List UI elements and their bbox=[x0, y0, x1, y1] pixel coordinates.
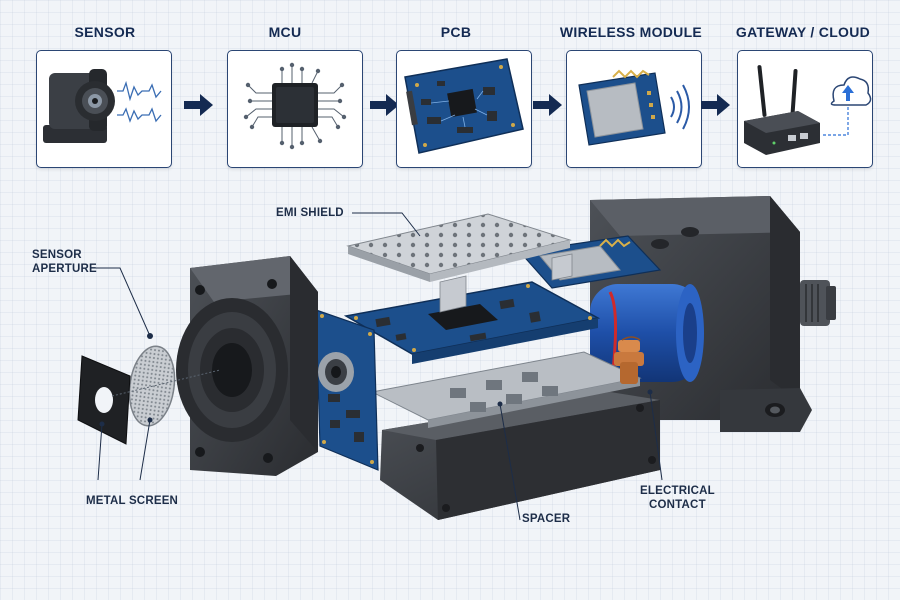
stage-title-gateway-cloud: GATEWAY / CLOUD bbox=[735, 24, 871, 40]
callout-emi-shield: EMI SHIELD bbox=[276, 207, 344, 219]
base-tray bbox=[380, 392, 660, 520]
callout-sensor-aperture: SENSOR APERTURE bbox=[32, 248, 97, 276]
right-arrow-icon bbox=[533, 94, 562, 116]
callout-metal-screen: METAL SCREEN bbox=[86, 495, 179, 507]
callout-spacer: SPACER bbox=[522, 513, 571, 525]
leader-line-spacer bbox=[499, 403, 521, 521]
stage-card-wireless-module bbox=[566, 50, 702, 168]
stage-title-mcu: MCU bbox=[268, 24, 302, 40]
main-pcb bbox=[343, 281, 601, 364]
callout-electrical-contact: ELECTRICAL CONTACT bbox=[640, 484, 715, 512]
gateway-router-cloud-icon bbox=[744, 65, 872, 155]
sensor-housing bbox=[176, 256, 318, 476]
stage-title-sensor: SENSOR bbox=[74, 24, 136, 40]
right-arrow-icon bbox=[370, 94, 399, 116]
right-arrow-icon bbox=[184, 94, 213, 116]
callout-electrical-contact-line1: ELECTRICAL bbox=[640, 485, 715, 497]
callout-dot bbox=[147, 417, 153, 423]
circuit-board-icon bbox=[404, 58, 524, 154]
stage-title-wireless-module: WIRELESS MODULE bbox=[559, 24, 703, 40]
stage-card-mcu bbox=[227, 50, 363, 168]
emi-shield bbox=[346, 213, 573, 313]
leader-line-metal-screen-2 bbox=[139, 419, 151, 481]
leader-line-electrical-contact bbox=[649, 391, 663, 481]
callout-sensor-aperture-line2: APERTURE bbox=[32, 263, 97, 275]
leader-line-sensor-aperture bbox=[94, 267, 151, 337]
alignment-line bbox=[111, 369, 221, 397]
callout-dot bbox=[99, 421, 105, 427]
stage-title-pcb: PCB bbox=[440, 24, 472, 40]
microcontroller-chip-icon bbox=[243, 62, 347, 150]
wireless-module-icon bbox=[578, 69, 690, 146]
sensor-module-icon bbox=[43, 69, 162, 143]
callout-electrical-contact-line2: CONTACT bbox=[649, 499, 706, 511]
spacer-plate bbox=[370, 351, 642, 428]
leader-line-emi-shield bbox=[352, 212, 421, 237]
leader-line-metal-screen bbox=[97, 423, 103, 481]
electrical-contact bbox=[614, 336, 644, 384]
stage-card-gateway-cloud bbox=[737, 50, 873, 168]
stage-card-pcb bbox=[396, 50, 532, 168]
callout-dot bbox=[497, 401, 503, 407]
cable-gland bbox=[800, 280, 836, 326]
right-arrow-icon bbox=[701, 94, 730, 116]
stage-card-sensor bbox=[36, 50, 172, 168]
callout-dot bbox=[647, 389, 653, 395]
callout-sensor-aperture-line1: SENSOR bbox=[32, 249, 82, 261]
sensor-board bbox=[315, 309, 379, 471]
aperture-gasket bbox=[77, 355, 131, 445]
callout-dot bbox=[147, 333, 153, 339]
